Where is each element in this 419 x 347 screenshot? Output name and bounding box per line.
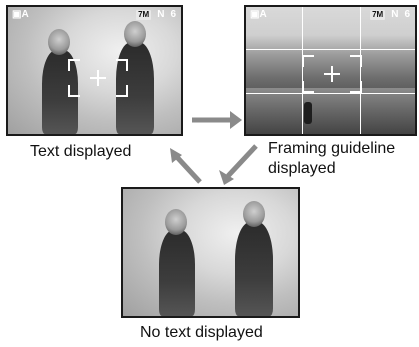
screen-text-displayed: ▣A 7M N 6 [6,5,183,136]
status-indicators: 7M N 6 [136,10,176,20]
person-left-head [165,209,187,235]
caption-framing-guideline-line1: Framing guideline [268,140,396,157]
sea [246,88,415,134]
person-right [116,42,154,134]
screen-framing-guideline: ▣A 7M N 6 [244,5,417,136]
shots-remaining: 6 [404,9,410,20]
screen-no-text-displayed [121,187,300,318]
arrow-up-left-icon [174,154,202,184]
arrow-right-head [230,111,242,129]
caption-framing-guideline-line2: displayed [268,160,336,177]
grid-horizontal-2 [246,93,415,94]
shooting-mode-indicator: ▣A [12,9,29,20]
quality-indicator: N [157,9,165,20]
quality-indicator: N [391,9,399,20]
walker-silhouette [304,102,312,124]
caption-no-text-displayed: No text displayed [140,324,263,341]
person-left [159,230,195,316]
person-left [42,50,78,134]
arrow-down-left-icon [226,144,258,178]
af-frame [302,55,362,93]
focus-cross-icon [324,66,340,82]
caption-text-displayed: Text displayed [30,143,132,160]
grid-horizontal-1 [246,49,415,50]
shooting-mode-indicator: ▣A [250,9,267,20]
arrow-down-left-head [219,170,234,185]
focus-cross-icon [90,70,106,86]
person-right-head [124,21,146,47]
shots-remaining: 6 [170,9,176,20]
arrow-up-left-head [170,148,182,163]
person-right-head [243,201,265,227]
af-frame [68,59,128,97]
image-size-indicator: 7M [136,10,152,20]
grid-vertical-2 [360,7,361,134]
grid-vertical-1 [302,7,303,134]
person-right [235,222,273,316]
person-left-head [48,29,70,55]
image-size-indicator: 7M [370,10,386,20]
status-indicators: 7M N 6 [370,10,410,20]
